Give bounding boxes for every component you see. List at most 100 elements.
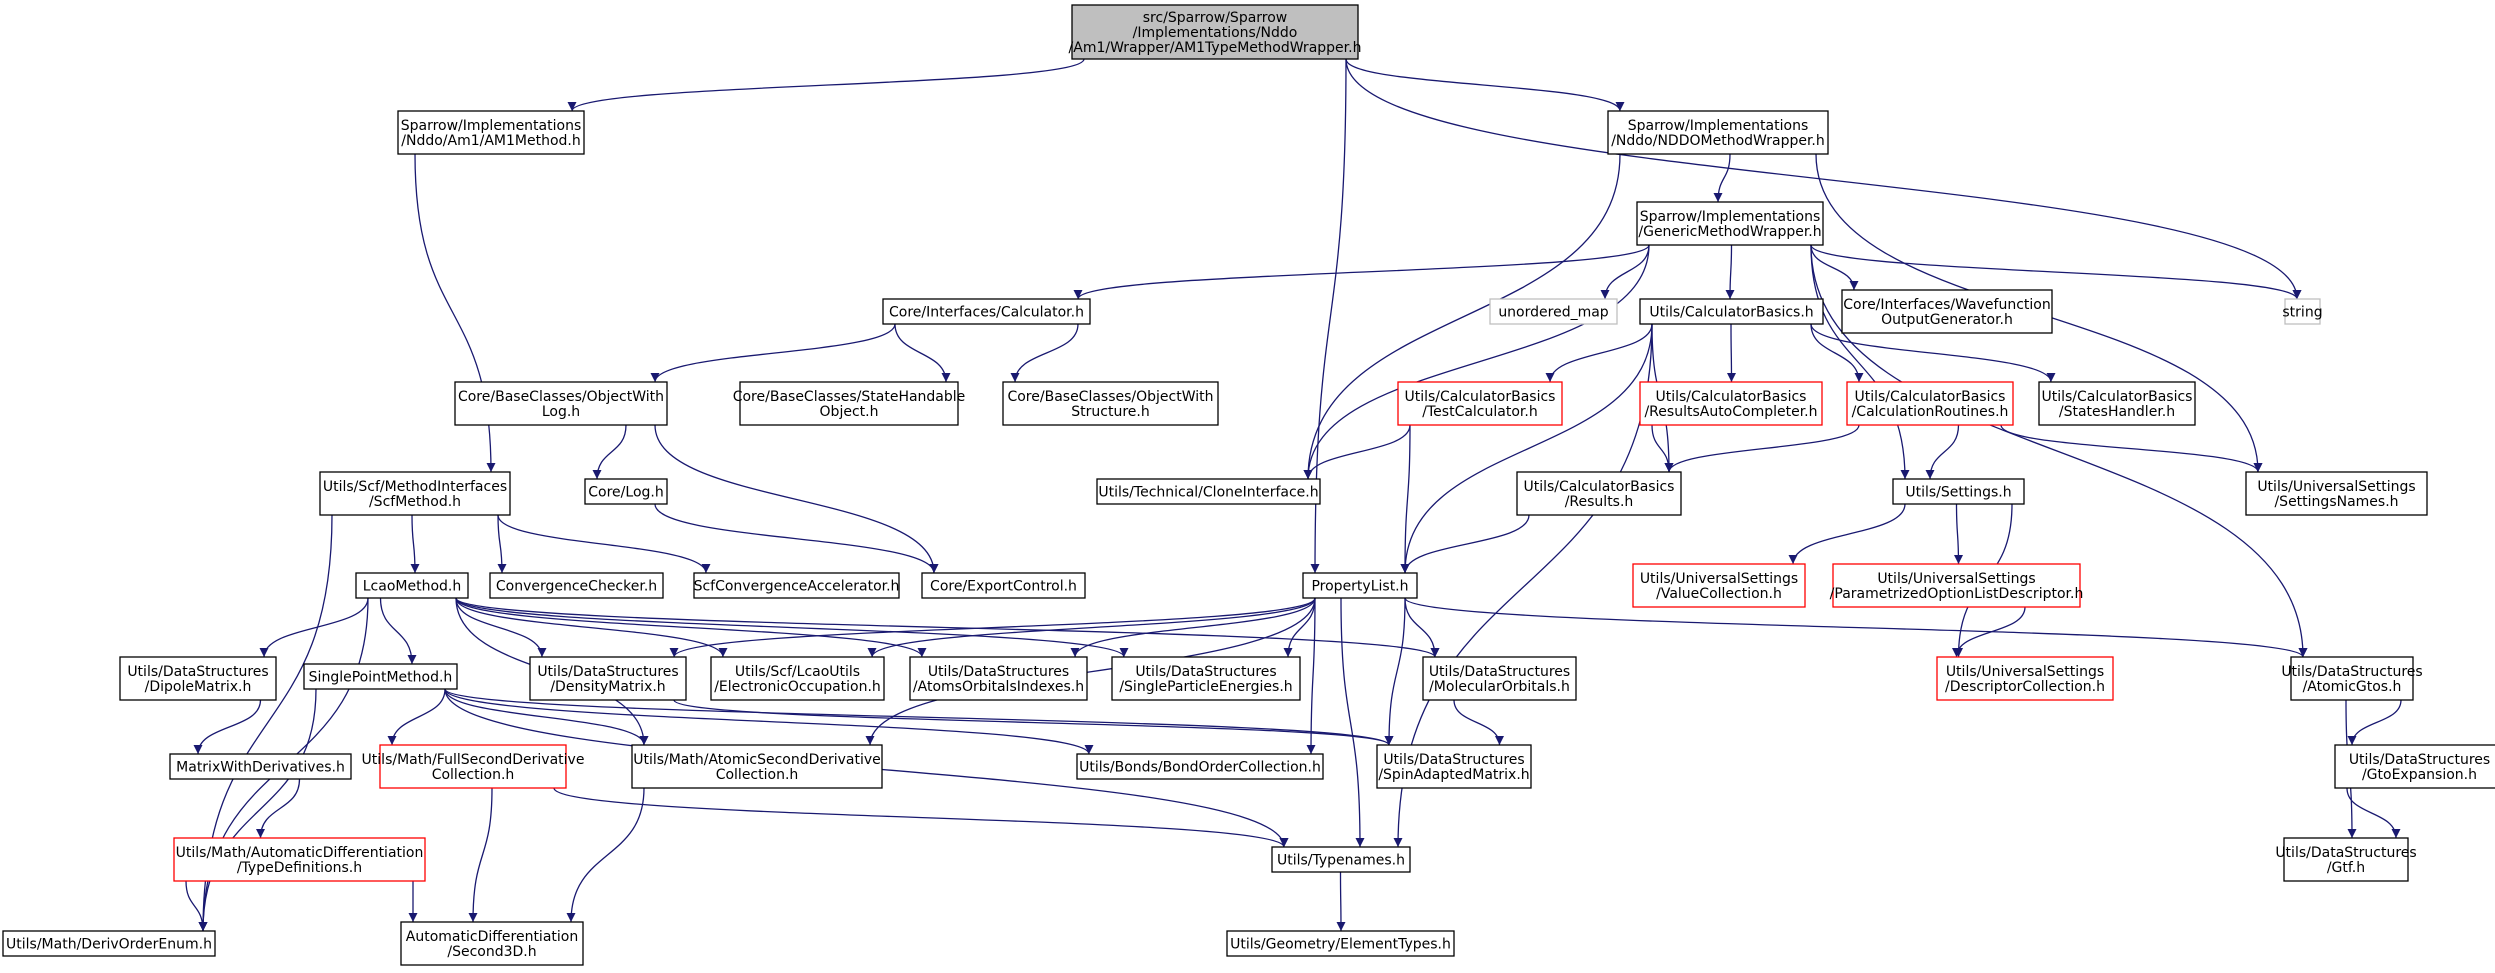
node-label-line: Collection.h [432,767,515,783]
edge-n1-to-n2 [567,58,1085,112]
node-box [1422,656,1577,701]
file-node-utils-geometry-elementtypes-h[interactable]: Utils/Geometry/ElementTypes.h [1226,930,1455,957]
node-box [1639,298,1824,325]
node-box [119,656,277,701]
node-label-line: /Gtf.h [2327,860,2365,876]
edge-n45-to-n48 [185,880,208,932]
file-node-convergencechecker-h[interactable]: ConvergenceChecker.h [489,572,664,599]
file-node-utils-calculatorbasics-results-h[interactable]: Utils/CalculatorBasics/Results.h [1516,471,1682,516]
file-node-utils-universalsettings-parametrizedoptionlistdescriptor-h[interactable]: Utils/UniversalSettings/ParametrizedOpti… [1830,563,2084,608]
edge-n36-to-n43 [1453,699,1504,746]
node-label-line: /StatesHandler.h [2059,404,2175,420]
node-label-line: unordered_map [1498,305,1608,321]
edge-n27-to-n42 [1306,597,1316,755]
file-node-utils-math-derivorderenum-h[interactable]: Utils/Math/DerivOrderEnum.h [2,930,216,957]
file-node-utils-bonds-bondordercollection-h[interactable]: Utils/Bonds/BondOrderCollection.h [1076,753,1324,780]
node-label-line: Utils/DataStructures [2281,664,2422,680]
node-label-line: Utils/UniversalSettings [1946,664,2104,680]
node-label-line: PropertyList.h [1311,579,1408,595]
file-node-utils-scf-lcaoutils-electronicoccupation-h[interactable]: Utils/Scf/LcaoUtils/ElectronicOccupation… [710,656,885,701]
file-node-automaticdifferentiation-second3d-h[interactable]: AutomaticDifferentiation/Second3D.h [400,921,584,966]
file-node-utils-datastructures-atomsorbitalsindexes-h[interactable]: Utils/DataStructures/AtomsOrbitalsIndexe… [909,656,1088,701]
node-box [882,298,1091,325]
node-box [693,572,900,599]
file-node-sparrow-implementations-genericmethodwrapper-h[interactable]: Sparrow/Implementations/GenericMethodWra… [1636,201,1824,246]
file-node-utils-datastructures-densitymatrix-h[interactable]: Utils/DataStructures/DensityMatrix.h [529,656,687,701]
file-node-utils-universalsettings-settingsnames-h[interactable]: Utils/UniversalSettings/SettingsNames.h [2245,471,2428,516]
node-label-line: Core/BaseClasses/StateHandable [733,389,966,405]
node-label-line: Utils/UniversalSettings [1877,571,2035,587]
file-node-utils-math-atomicsecondderivativecollection-h[interactable]: Utils/Math/AtomicSecondDerivativeCollect… [631,744,883,789]
edge-n23-to-n34 [455,597,927,658]
file-node-utils-calculatorbasics-resultsautocompleter-h[interactable]: Utils/CalculatorBasics/ResultsAutoComple… [1639,381,1823,426]
edge-n15-to-n22 [2000,424,2263,473]
edge-n5-to-n12 [1010,323,1079,383]
edge-n1-to-n27 [1310,58,1347,574]
node-box [454,381,668,426]
edge-n4-to-n5 [1073,244,1650,300]
file-node-utils-scf-methodinterfaces-scfmethod-h[interactable]: Utils/Scf/MethodInterfaces/ScfMethod.h [319,471,511,516]
node-label-line: Sparrow/Implementations [1628,118,1809,134]
node-label-line: src/Sparrow/Sparrow [1143,10,1288,26]
node-box [397,110,585,155]
file-node-utils-settings-h[interactable]: Utils/Settings.h [1892,478,2025,505]
node-label-line: Utils/Bonds/BondOrderCollection.h [1079,760,1321,776]
file-node-utils-universalsettings-valuecollection-h[interactable]: Utils/UniversalSettings/ValueCollection.… [1632,563,1806,608]
node-box [1302,572,1418,599]
file-node-utils-datastructures-atomicgtos-h[interactable]: Utils/DataStructures/AtomicGtos.h [2281,656,2423,701]
node-label-line: /ValueCollection.h [1656,586,1782,602]
file-node-utils-universalsettings-descriptorcollection-h[interactable]: Utils/UniversalSettings/DescriptorCollec… [1936,656,2114,701]
file-node-utils-math-fullsecondderivativecollection-h[interactable]: Utils/Math/FullSecondDerivativeCollectio… [362,744,585,789]
file-node-lcaomethod-h[interactable]: LcaoMethod.h [355,572,469,599]
file-node-unordered-map[interactable]: unordered_map [1489,298,1618,325]
edge-n7-to-n46 [1393,323,1653,848]
node-label-line: Utils/Settings.h [1905,485,2011,501]
file-node-matrixwithderivatives-h[interactable]: MatrixWithDerivatives.h [169,753,352,780]
node-box [631,744,883,789]
file-node-utils-technical-cloneinterface-h[interactable]: Utils/Technical/CloneInterface.h [1096,478,1321,505]
node-label-line: Utils/Scf/LcaoUtils [735,664,860,680]
edge-n4-to-n38 [1810,244,2308,658]
file-node-sparrow-implementations-nddo-am1-am1method-h[interactable]: Sparrow/Implementations/Nddo/Am1/AM1Meth… [397,110,585,155]
file-node-propertylist-h[interactable]: PropertyList.h [1302,572,1418,599]
node-box [379,744,567,789]
edge-n5-to-n10 [650,323,896,383]
file-node-core-exportcontrol-h[interactable]: Core/ExportControl.h [921,572,1086,599]
file-node-utils-datastructures-singleparticleenergies-h[interactable]: Utils/DataStructures/SingleParticleEnerg… [1111,656,1301,701]
file-node-singlepointmethod-h[interactable]: SinglePointMethod.h [303,663,458,690]
node-box [1936,656,2114,701]
file-node-utils-datastructures-dipolematrix-h[interactable]: Utils/DataStructures/DipoleMatrix.h [119,656,277,701]
file-node-utils-datastructures-molecularorbitals-h[interactable]: Utils/DataStructures/MolecularOrbitals.h [1422,656,1577,701]
file-node-utils-calculatorbasics-stateshandler-h[interactable]: Utils/CalculatorBasics/StatesHandler.h [2038,381,2196,426]
file-node-utils-calculatorbasics-testcalculator-h[interactable]: Utils/CalculatorBasics/TestCalculator.h [1397,381,1563,426]
edge-n41-to-n49 [566,787,645,923]
edge-n23-to-n31 [379,597,417,665]
file-node-utils-calculatorbasics-calculationroutines-h[interactable]: Utils/CalculatorBasics/CalculationRoutin… [1846,381,2014,426]
node-box [529,656,687,701]
file-node-src-sparrow-sparrow-implementations-nddo-am1-wrapper-am1typemethodwrapper-h[interactable]: src/Sparrow/Sparrow/Implementations/Nddo… [1069,4,1362,60]
file-node-utils-typenames-h[interactable]: Utils/Typenames.h [1271,846,1411,873]
file-node-core-interfaces-calculator-h[interactable]: Core/Interfaces/Calculator.h [882,298,1091,325]
file-node-core-log-h[interactable]: Core/Log.h [584,478,668,505]
file-node-scfconvergenceaccelerator-h[interactable]: ScfConvergenceAccelerator.h [693,572,900,599]
file-node-utils-calculatorbasics-h[interactable]: Utils/CalculatorBasics.h [1639,298,1824,325]
file-node-utils-datastructures-gtoexpansion-h[interactable]: Utils/DataStructures/GtoExpansion.h [2334,744,2495,789]
file-node-utils-math-automaticdifferentiation-typedefinitions-h[interactable]: Utils/Math/AutomaticDifferentiation/Type… [173,837,426,882]
node-label-line: Utils/UniversalSettings [2257,479,2415,495]
node-label-line: Utils/Math/AtomicSecondDerivative [633,752,881,768]
edge-n27-to-n38 [1404,597,2308,658]
file-node-utils-datastructures-spinadaptedmatrix-h[interactable]: Utils/DataStructures/SpinAdaptedMatrix.h [1376,744,1532,789]
file-node-core-interfaces-wavefunctionoutputgenerator-h[interactable]: Core/Interfaces/WavefunctionOutputGenera… [1841,289,2053,334]
node-label-line: /Nddo/Am1/AM1Method.h [401,133,580,149]
file-node-sparrow-implementations-nddo-nddomethodwrapper-h[interactable]: Sparrow/Implementations/Nddo/NDDOMethodW… [1607,110,1829,155]
node-label-line: Structure.h [1071,404,1149,420]
edge-n4-to-n21 [1810,244,1910,480]
file-node-utils-datastructures-gtf-h[interactable]: Utils/DataStructures/Gtf.h [2275,837,2417,882]
edge-n27-to-n32 [669,597,1316,658]
file-node-string[interactable]: string [2282,298,2323,325]
edge-n13-to-n27 [1400,424,1411,574]
